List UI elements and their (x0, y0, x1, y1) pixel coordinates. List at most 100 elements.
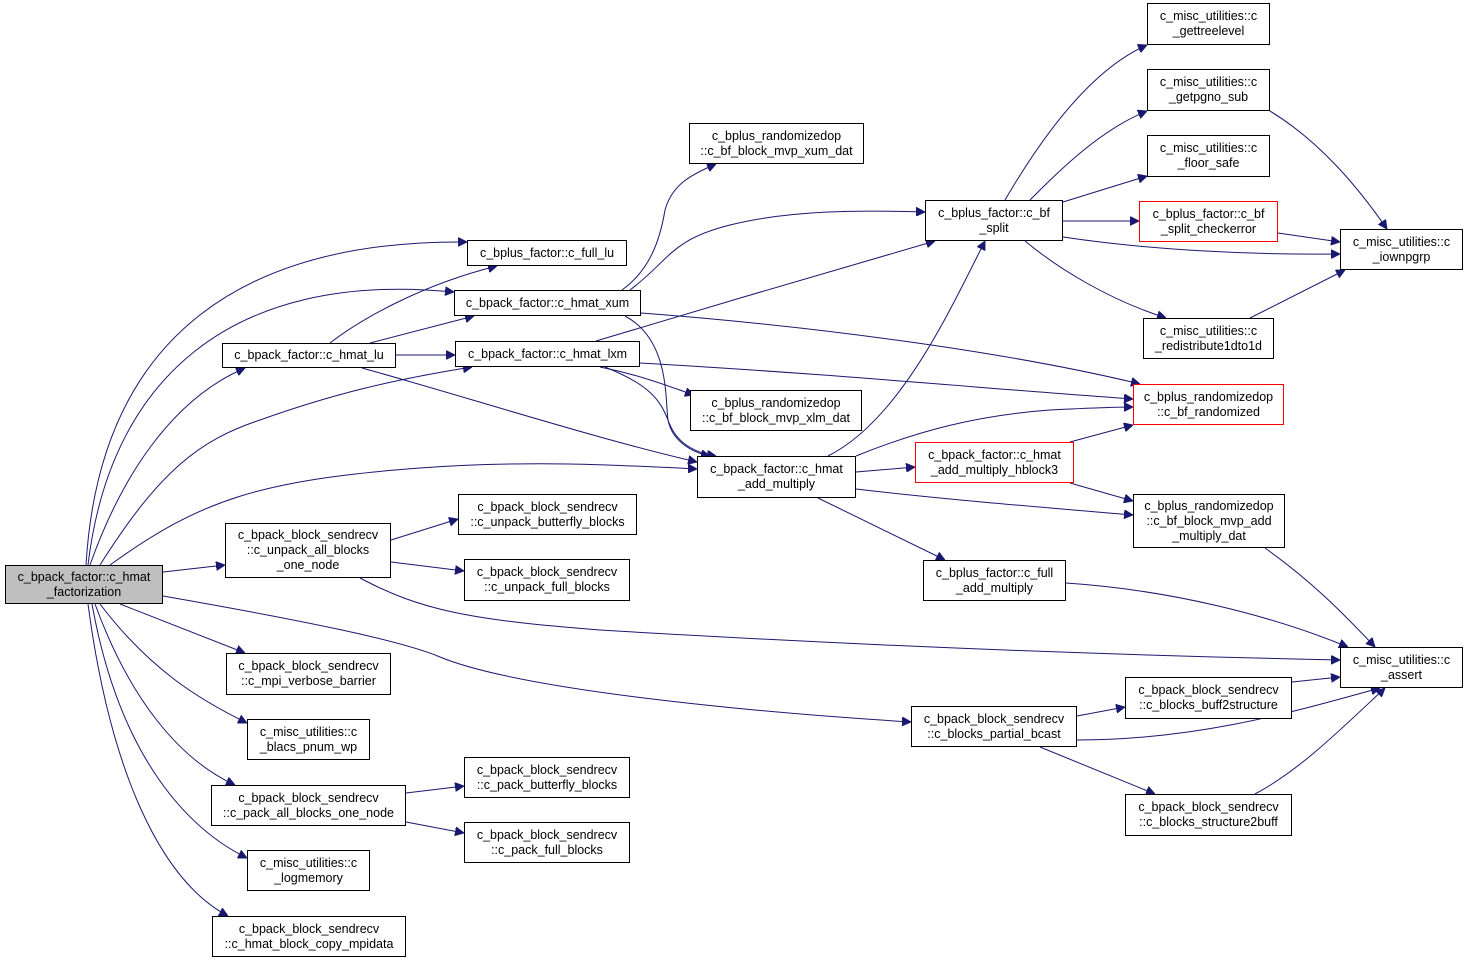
node-c-iownpgrp[interactable]: c_misc_utilities::c _iownpgrp (1340, 229, 1463, 270)
node-c-bf-randomized[interactable]: c_bplus_randomizedop ::c_bf_randomized (1133, 384, 1284, 425)
node-c-unpack-full-blocks[interactable]: c_bpack_block_sendrecv ::c_unpack_full_b… (464, 559, 630, 601)
node-c-bf-block-mvp-add-multiply-dat[interactable]: c_bplus_randomizedop ::c_bf_block_mvp_ad… (1133, 494, 1285, 548)
node-c-pack-all-blocks-one-node[interactable]: c_bpack_block_sendrecv ::c_pack_all_bloc… (211, 785, 406, 826)
node-c-mpi-verbose-barrier[interactable]: c_bpack_block_sendrecv ::c_mpi_verbose_b… (226, 653, 391, 695)
node-label-line: c_misc_utilities::c (1352, 652, 1451, 667)
edge-root-to-full-lu (85, 242, 467, 566)
node-label-line: ::c_mpi_verbose_barrier (241, 674, 376, 688)
node-c-logmemory[interactable]: c_misc_utilities::c _logmemory (247, 850, 370, 891)
node-label-line: _multiply_dat (1172, 528, 1246, 543)
edge-structure2buff-to-assert (1254, 688, 1385, 795)
node-label-line: _redistribute1dto1d (1154, 338, 1263, 353)
node-c-pack-full-blocks[interactable]: c_bpack_block_sendrecv ::c_pack_full_blo… (464, 822, 630, 863)
node-c-bf-block-mvp-xum-dat[interactable]: c_bplus_randomizedop ::c_bf_block_mvp_xu… (689, 123, 864, 164)
node-label-line: c_bplus_randomizedop (1143, 389, 1274, 404)
node-c-blocks-structure2buff[interactable]: c_bpack_block_sendrecv ::c_blocks_struct… (1125, 794, 1292, 836)
edge-root-to-hmat-xum (87, 289, 454, 566)
node-label-line: _one_node (276, 558, 340, 572)
edge-unpack-all-to-unpack-full (390, 561, 464, 571)
edge-buff2structure-to-assert (1291, 677, 1340, 683)
edge-root-to-partial-bcast (162, 595, 911, 722)
edge-root-to-blacs-pnum (99, 603, 247, 723)
node-label-line: ::c_blocks_structure2buff (1139, 815, 1278, 829)
edge-root-to-hmat-copy (87, 603, 228, 916)
edge-unpack-all-to-unpack-butterfly (390, 519, 458, 541)
node-label-line: c_bpack_block_sendrecv (476, 827, 618, 842)
edge-hmat-add-multiply-to-bf-split (827, 241, 985, 457)
node-c-unpack-all-blocks-one-node[interactable]: c_bpack_block_sendrecv ::c_unpack_all_bl… (225, 523, 391, 578)
node-label-line: _split (979, 220, 1009, 235)
node-label-line: c_bplus_factor::c_full (935, 565, 1054, 580)
node-label-line: c_bpack_block_sendrecv (923, 711, 1065, 726)
node-c-hmat-lu[interactable]: c_bpack_factor::c_hmat_lu (222, 343, 396, 368)
node-label-line: ::c_bf_randomized (1157, 404, 1260, 419)
node-c-hmat-block-copy-mpidata[interactable]: c_bpack_block_sendrecv ::c_hmat_block_co… (212, 916, 406, 957)
node-label-line: ::c_unpack_full_blocks (484, 580, 610, 594)
node-c-blacs-pnum-wp[interactable]: c_misc_utilities::c _blacs_pnum_wp (247, 719, 370, 760)
edge-hmat-lxm-to-bf-randomized (639, 362, 1133, 399)
node-label-line: c_bplus_randomizedop (711, 395, 841, 410)
edge-hmat-lxm-to-bf-split (595, 241, 935, 342)
node-label-line: c_bpack_block_sendrecv (1138, 800, 1279, 814)
edge-partial-bcast-to-buff2structure (1076, 707, 1125, 717)
edge-bf-split-to-gettreelevel (1004, 45, 1147, 201)
node-label-line: c_bpack_block_sendrecv (1138, 683, 1279, 697)
node-c-hmat-factorization: c_bpack_factor::c_hmat _factorization (5, 565, 163, 604)
node-label-line: c_bpack_block_sendrecv (238, 921, 380, 936)
node-label-line: c_bpack_factor::c_hmat (710, 462, 843, 476)
node-label-line: c_bpack_factor::c_hmat_lu (234, 348, 384, 362)
edge-bf-split-to-iownpgrp (1062, 236, 1340, 254)
edge-bf-mvp-add-to-assert (1264, 547, 1375, 647)
edge-root-to-hmat-add-multiply (109, 463, 697, 566)
node-c-bf-split[interactable]: c_bplus_factor::c_bf _split (925, 200, 1063, 241)
node-c-bf-block-mvp-xlm-dat[interactable]: c_bplus_randomizedop ::c_bf_block_mvp_xl… (690, 390, 862, 431)
node-c-blocks-buff2structure[interactable]: c_bpack_block_sendrecv ::c_blocks_buff2s… (1125, 677, 1292, 719)
node-c-redistribute1dto1d[interactable]: c_misc_utilities::c _redistribute1dto1d (1143, 318, 1274, 359)
node-c-pack-butterfly-blocks[interactable]: c_bpack_block_sendrecv ::c_pack_butterfl… (464, 757, 630, 798)
edge-hblock3-to-bf-mvp-add (1069, 482, 1133, 501)
node-c-hmat-xum[interactable]: c_bpack_factor::c_hmat_xum (454, 290, 641, 316)
edge-hmat-add-multiply-to-bf-randomized (855, 407, 1133, 457)
edge-hmat-xum-to-hmat-add-multiply (624, 315, 710, 456)
edge-hmat-xum-to-bf-mvp-xum (621, 164, 716, 291)
edge-hmat-lu-to-full-lu (329, 266, 497, 344)
node-label-line: _add_multiply (955, 580, 1034, 595)
node-label-line: c_bpack_block_sendrecv (237, 528, 379, 542)
node-c-hmat-lxm[interactable]: c_bpack_factor::c_hmat_lxm (455, 341, 640, 367)
node-label-line: c_bplus_randomizedop (711, 128, 842, 143)
edge-bf-split-to-redistribute (1024, 240, 1166, 318)
node-c-blocks-partial-bcast[interactable]: c_bpack_block_sendrecv ::c_blocks_partia… (911, 706, 1077, 747)
node-label-line: ::c_blocks_buff2structure (1139, 698, 1278, 712)
node-label-line: c_bpack_factor::c_hmat (928, 447, 1061, 462)
node-label-line: c_misc_utilities::c (1352, 234, 1451, 249)
node-c-full-add-multiply[interactable]: c_bplus_factor::c_full _add_multiply (923, 560, 1066, 601)
node-label-line: c_bpack_block_sendrecv (476, 565, 618, 579)
edge-hmat-xum-to-bf-randomized (640, 312, 1140, 384)
node-c-gettreelevel[interactable]: c_misc_utilities::c _gettreelevel (1147, 3, 1270, 45)
edge-root-to-logmemory (91, 603, 247, 858)
edge-root-to-hmat-lxm (99, 367, 472, 566)
node-c-split-checkerror[interactable]: c_bplus_factor::c_bf _split_checkerror (1139, 201, 1278, 242)
node-c-getpgno-sub[interactable]: c_misc_utilities::c _getpgno_sub (1147, 69, 1270, 111)
node-label-line: c_misc_utilities::c (1159, 75, 1258, 89)
edge-unpack-all-to-assert (359, 577, 1340, 660)
edge-partial-bcast-to-structure2buff (1039, 746, 1155, 794)
node-c-unpack-butterfly-blocks[interactable]: c_bpack_block_sendrecv ::c_unpack_butter… (458, 494, 637, 535)
node-label-line: c_bplus_factor::c_bf (1152, 206, 1265, 221)
node-c-hmat-add-multiply[interactable]: c_bpack_factor::c_hmat _add_multiply (697, 456, 856, 498)
node-label-line: _add_multiply (737, 477, 816, 491)
node-c-hmat-add-multiply-hblock3[interactable]: c_bpack_factor::c_hmat _add_multiply_hbl… (915, 442, 1074, 483)
edge-root-to-pack-all (94, 603, 235, 785)
node-label-line: c_bpack_factor::c_hmat_xum (465, 295, 630, 310)
node-c-full-lu[interactable]: c_bplus_factor::c_full_lu (467, 240, 627, 266)
edge-pack-all-to-pack-butterfly (405, 786, 464, 794)
node-c-floor-safe[interactable]: c_misc_utilities::c _floor_safe (1147, 135, 1270, 177)
node-label-line: _gettreelevel (1172, 24, 1245, 38)
node-label-line: c_bpack_factor::c_hmat (17, 569, 151, 584)
node-c-assert[interactable]: c_misc_utilities::c _assert (1340, 647, 1463, 688)
node-label-line: c_bpack_factor::c_hmat_lxm (467, 346, 628, 361)
edge-hmat-add-multiply-to-full-add-multiply (817, 497, 945, 560)
node-label-line: c_misc_utilities::c (259, 724, 358, 739)
edge-hmat-add-multiply-to-bf-mvp-add (855, 488, 1133, 515)
